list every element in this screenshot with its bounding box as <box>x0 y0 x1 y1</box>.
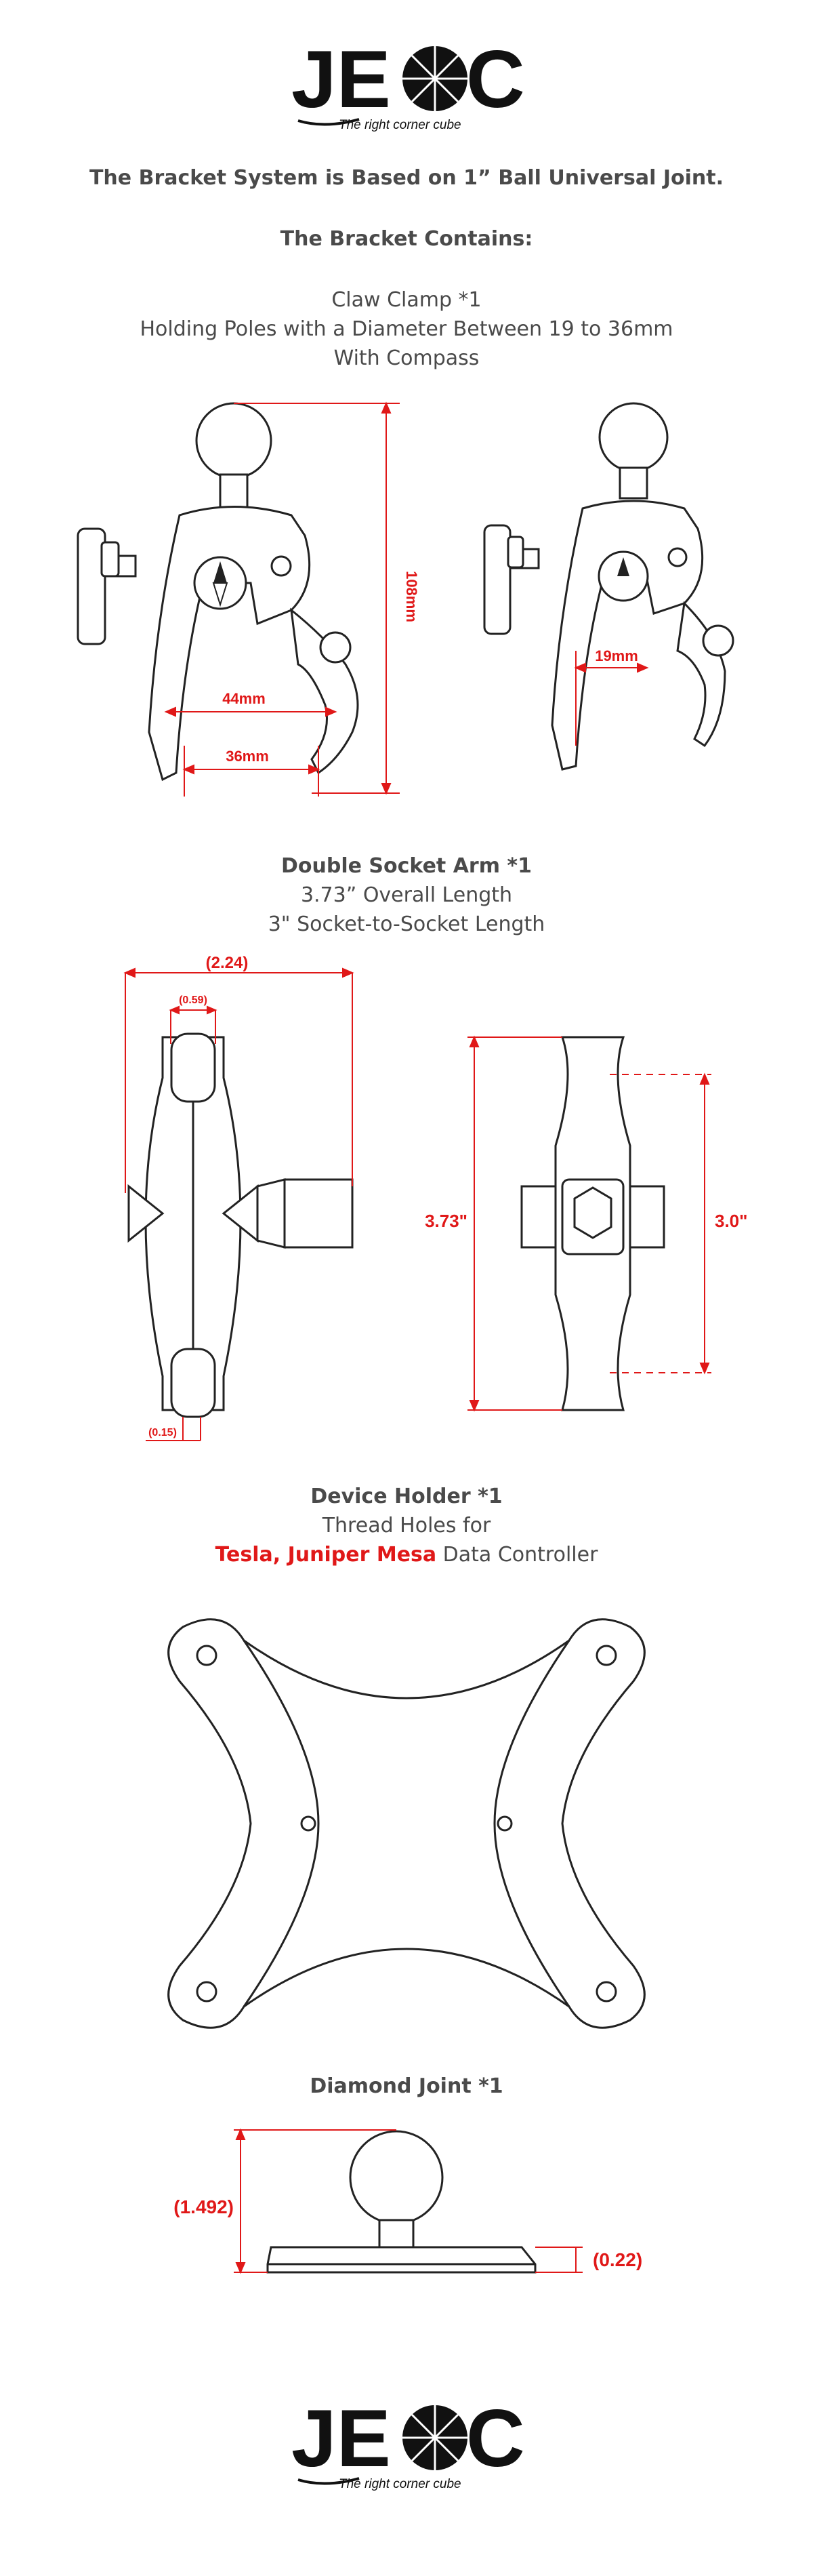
diamond-joint-title: Diamond Joint *1 <box>310 2074 503 2098</box>
brand-logo-top: JE C The right corner cube <box>285 27 528 136</box>
socket-arm-line-1: 3.73” Overall Length <box>300 883 513 907</box>
logo-letters-left-bottom: JE <box>291 2393 391 2484</box>
socket-arm-line-2: 3" Socket-to-Socket Length <box>268 912 545 936</box>
socket-overall-label: 3.73" <box>425 1211 467 1231</box>
device-holder-line-1: Thread Holes for <box>322 1514 491 1537</box>
logo-tagline: The right corner cube <box>339 118 461 132</box>
logo-letters-right: C <box>466 34 525 125</box>
intro-line-1: The Bracket System is Based on 1” Ball U… <box>89 166 724 190</box>
device-holder-controller: Data Controller <box>436 1543 598 1567</box>
claw-clamp-line-2: With Compass <box>333 346 480 370</box>
logo-tagline-bottom: The right corner cube <box>339 2477 461 2491</box>
socket-arm-front-view <box>520 1036 665 1411</box>
brand-logo-bottom: JE C The right corner cube <box>285 2386 528 2495</box>
socket-width-label: (2.24) <box>206 954 249 972</box>
diamond-height-label: (1.492) <box>173 2196 234 2217</box>
logo-letters-left: JE <box>291 34 391 125</box>
diamond-base-label: (0.22) <box>593 2249 642 2270</box>
compass-needle-icon <box>617 557 629 576</box>
socket-base-label: (0.15) <box>148 1427 177 1438</box>
socket-arm-side-dimensions <box>123 967 354 1441</box>
holder-left-arm <box>167 1618 320 2029</box>
logo-graphic-bottom: JE C The right corner cube <box>291 2393 525 2491</box>
diamond-joint-body <box>266 2130 537 2274</box>
holder-thread-holes <box>196 1645 617 2003</box>
socket-socket-label: 3.0" <box>715 1211 747 1231</box>
diamond-joint-drawing: (1.492) (0.22) <box>173 2128 642 2274</box>
intro-line-2: The Bracket Contains: <box>280 227 533 251</box>
holder-center-plate <box>243 1639 570 2008</box>
diamond-joint-dimensions <box>234 2128 583 2274</box>
claw-outer-label: 44mm <box>222 690 266 707</box>
claw-inner-label: 36mm <box>226 748 269 765</box>
claw-min-label: 19mm <box>595 647 638 664</box>
compass-icon <box>193 556 247 610</box>
socket-arm-title: Double Socket Arm *1 <box>281 854 532 878</box>
device-holder-title: Device Holder *1 <box>310 1485 503 1508</box>
claw-clamp-right <box>483 402 734 771</box>
claw-clamp-line-1: Holding Poles with a Diameter Between 19… <box>140 317 673 341</box>
claw-clamp-dimensions <box>164 401 400 797</box>
claw-clamp-drawing: 108mm 44mm 36mm 19mm <box>77 401 734 797</box>
device-holder-line-2: Tesla, Juniper Mesa Data Controller <box>0 1543 813 1567</box>
logo-letters-right-bottom: C <box>466 2393 525 2484</box>
socket-arm-side-view <box>127 1032 354 1418</box>
device-holder-drawing <box>167 1618 646 2029</box>
claw-min-dimension <box>574 651 649 746</box>
claw-height-label: 108mm <box>403 571 420 622</box>
socket-arm-front-dimensions <box>467 1035 711 1412</box>
claw-clamp-title: Claw Clamp *1 <box>331 288 482 312</box>
logo-graphic: JE C The right corner cube <box>291 34 525 132</box>
logo-wheel-icon <box>402 46 467 111</box>
holder-right-arm <box>493 1618 646 2029</box>
claw-clamp-left <box>77 402 359 782</box>
socket-slot-label: (0.59) <box>179 994 207 1006</box>
device-holder-brands: Tesla, Juniper Mesa <box>215 1543 437 1567</box>
socket-arm-drawing: (2.24) (0.59) (0.15) 3.73" 3.0" <box>123 954 747 1441</box>
logo-wheel-icon-bottom <box>402 2405 467 2470</box>
